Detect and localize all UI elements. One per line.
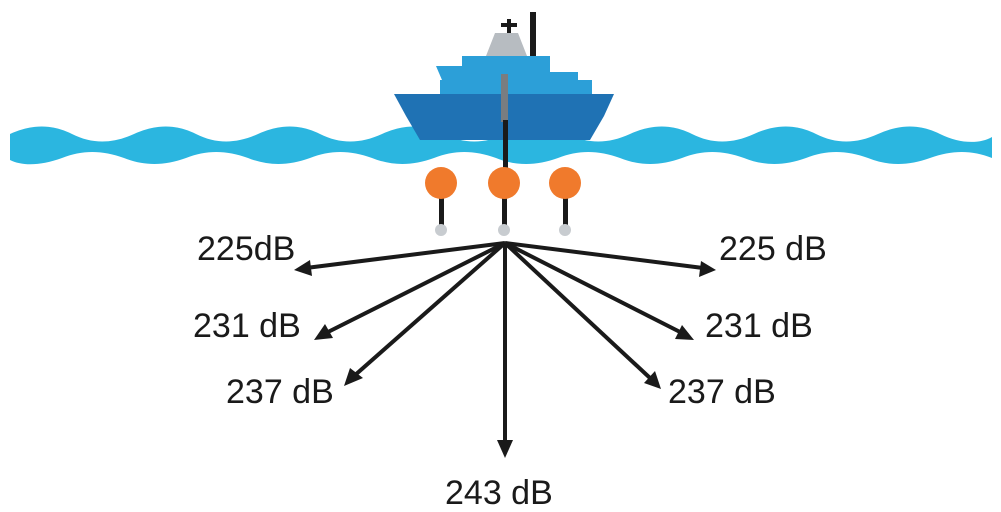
- label-bottom-243db: 243 dB: [445, 474, 553, 512]
- ray-right-231: [504, 241, 683, 335]
- airgun-left: [425, 167, 457, 236]
- airgun-center: [488, 167, 520, 236]
- label-left-237db: 237 dB: [226, 373, 334, 411]
- float-buoy: [549, 167, 581, 199]
- airgun-array: [425, 167, 581, 236]
- ray-left-237: [352, 241, 507, 378]
- ship-funnel: [486, 33, 527, 56]
- label-left-225db: 225dB: [197, 230, 295, 268]
- airgun-right: [549, 167, 581, 236]
- sound-rays: [294, 241, 716, 458]
- airgun-source: [559, 224, 571, 236]
- label-right-225db: 225 dB: [719, 230, 827, 268]
- label-left-231db: 231 dB: [193, 307, 301, 345]
- ray-left-225: [305, 241, 506, 270]
- survey-ship: [394, 12, 614, 178]
- float-buoy: [425, 167, 457, 199]
- sea-surface: [10, 126, 992, 165]
- ship-mast: [530, 12, 536, 62]
- ray-right-237: [503, 241, 652, 380]
- label-right-231db: 231 dB: [705, 307, 813, 345]
- float-buoy: [488, 167, 520, 199]
- airgun-source: [498, 224, 510, 236]
- ray-left-231: [325, 241, 506, 335]
- airgun-source: [435, 224, 447, 236]
- label-right-237db: 237 dB: [668, 373, 776, 411]
- ray-right-225: [504, 241, 704, 270]
- tow-cable: [501, 74, 508, 122]
